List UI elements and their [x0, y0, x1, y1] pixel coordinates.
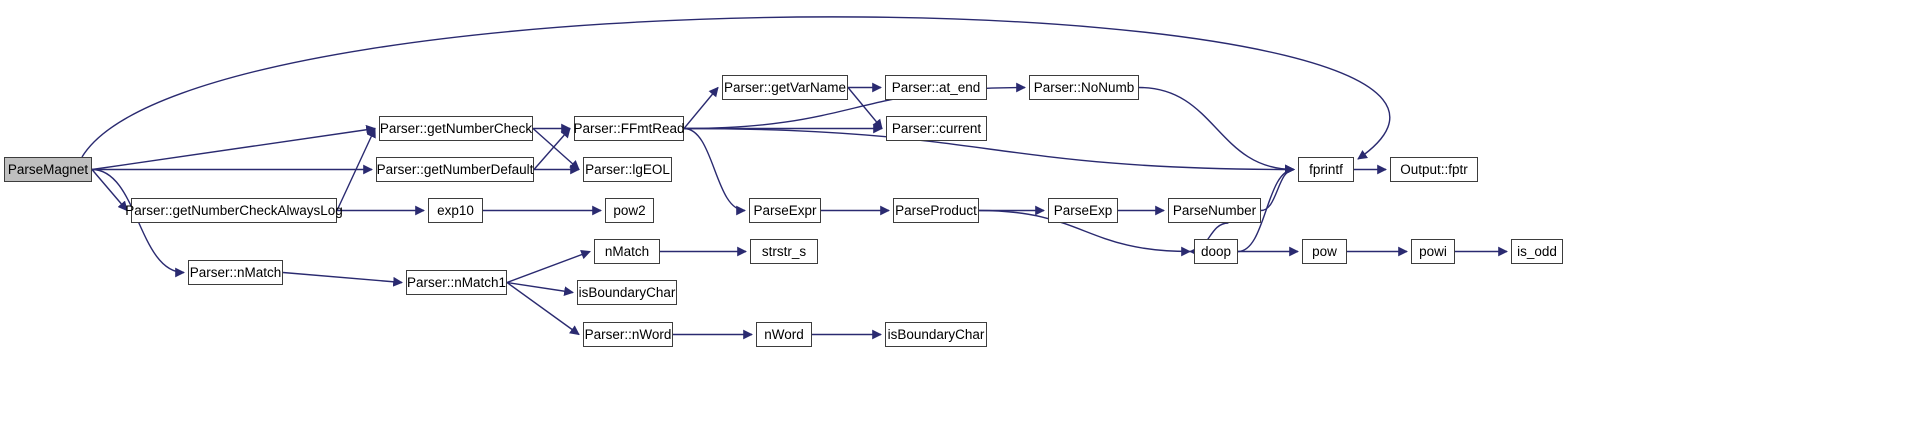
graph-node-label: ParseExpr [753, 202, 817, 218]
graph-edge-NoNumb-to-fprintf [1138, 86, 1295, 175]
graph-node-label: powi [1419, 243, 1447, 259]
graph-node-label: strstr_s [761, 243, 807, 259]
graph-node-nWordPlain[interactable]: nWord [756, 322, 812, 347]
graph-node-strstr_s[interactable]: strstr_s [750, 239, 818, 264]
graph-node-ParseProduct[interactable]: ParseProduct [893, 198, 979, 223]
graph-edge-FFmtRead-to-getVarName [683, 86, 719, 129]
graph-node-label: Parser::current [891, 120, 982, 136]
graph-node-ParseExpr[interactable]: ParseExpr [749, 198, 821, 223]
graph-node-getNumberCheck[interactable]: Parser::getNumberCheck [379, 116, 533, 141]
graph-edge-ParseProduct-to-doop [978, 209, 1191, 257]
graph-node-label: doop [1200, 243, 1232, 259]
graph-node-label: pow2 [613, 202, 646, 218]
graph-node-lgEOL[interactable]: Parser::lgEOL [583, 157, 672, 182]
graph-node-pow[interactable]: pow [1302, 239, 1347, 264]
graph-node-label: ParseMagnet [7, 161, 89, 177]
graph-edge-nMatch1-to-isBoundaryChar1 [506, 281, 574, 297]
graph-edge-ParseMagnet-to-fprintf [81, 16, 1391, 160]
graph-node-ParseNumber[interactable]: ParseNumber [1168, 198, 1261, 223]
graph-node-nMatch1[interactable]: Parser::nMatch1 [406, 270, 507, 295]
graph-node-fprintf[interactable]: fprintf [1298, 157, 1354, 182]
graph-node-label: Parser::nMatch1 [406, 274, 507, 290]
graph-node-label: isBoundaryChar [887, 326, 985, 342]
graph-node-label: ParseProduct [895, 202, 977, 218]
graph-edge-getNumberDefault-to-FFmtRead [533, 127, 571, 170]
graph-node-isBoundaryChar1[interactable]: isBoundaryChar [577, 280, 677, 305]
graph-node-label: Parser::getNumberCheckAlwaysLog [125, 202, 343, 218]
graph-node-getNumberCheckAlwaysLog[interactable]: Parser::getNumberCheckAlwaysLog [125, 198, 343, 223]
graph-node-label: Parser::nWord [584, 326, 672, 342]
graph-node-label: exp10 [437, 202, 474, 218]
graph-node-getVarName[interactable]: Parser::getVarName [722, 75, 848, 100]
graph-node-label: isBoundaryChar [578, 284, 676, 300]
graph-node-label: is_odd [1517, 243, 1557, 259]
graph-node-label: Output::fptr [1400, 161, 1468, 177]
graph-edge-nMatch1-to-nMatchPlain [506, 249, 591, 284]
graph-node-doop[interactable]: doop [1194, 239, 1238, 264]
graph-node-label: Parser::getNumberDefault [376, 161, 534, 177]
graph-node-nMatchPlain[interactable]: nMatch [594, 239, 660, 264]
graph-node-label: Parser::lgEOL [585, 161, 670, 177]
graph-node-getNumberDefault[interactable]: Parser::getNumberDefault [376, 157, 534, 182]
graph-node-nWordParser[interactable]: Parser::nWord [583, 322, 673, 347]
graph-edge-ParseMagnet-to-getNumberCheck [91, 124, 376, 171]
graph-node-pow2[interactable]: pow2 [605, 198, 654, 223]
graph-node-label: pow [1312, 243, 1337, 259]
graph-edge-ParseMagnet-to-getNumberCheckAlwaysLog [91, 169, 128, 212]
graph-edge-FFmtRead-to-fprintf [683, 127, 1295, 175]
graph-node-exp10[interactable]: exp10 [428, 198, 483, 223]
graph-node-label: Parser::nMatch [189, 264, 282, 280]
graph-node-FFmtRead[interactable]: Parser::FFmtRead [573, 116, 685, 141]
graph-node-label: ParseExp [1053, 202, 1113, 218]
graph-edge-ParseNumber-to-fprintf [1260, 164, 1295, 212]
graph-node-label: Parser::NoNumb [1033, 79, 1135, 95]
graph-node-current[interactable]: Parser::current [886, 116, 987, 141]
graph-edge-getVarName-to-current [847, 87, 883, 130]
graph-node-label: Parser::getNumberCheck [379, 120, 533, 136]
graph-node-isBoundaryChar2[interactable]: isBoundaryChar [885, 322, 987, 347]
graph-node-label: nMatch [604, 243, 650, 259]
graph-edge-nMatch-to-nMatch1 [282, 271, 403, 287]
graph-node-label: nWord [764, 326, 804, 342]
graph-node-label: ParseNumber [1172, 202, 1257, 218]
graph-node-at_end[interactable]: Parser::at_end [885, 75, 987, 100]
graph-node-Output_fptr[interactable]: Output::fptr [1390, 157, 1478, 182]
graph-node-ParseExp[interactable]: ParseExp [1048, 198, 1118, 223]
graph-edge-FFmtRead-to-ParseExpr [683, 127, 746, 216]
graph-node-powi[interactable]: powi [1411, 239, 1455, 264]
graph-node-label: Parser::FFmtRead [573, 120, 685, 136]
graph-node-label: fprintf [1309, 161, 1343, 177]
graph-node-ParseMagnet[interactable]: ParseMagnet [4, 157, 92, 182]
graph-edge-nMatch1-to-nWordParser [506, 281, 580, 336]
graph-node-nMatch[interactable]: Parser::nMatch [188, 260, 283, 285]
graph-node-NoNumb[interactable]: Parser::NoNumb [1029, 75, 1139, 100]
graph-edge-doop-to-fprintf [1237, 164, 1295, 253]
graph-edge-getNumberCheck-to-lgEOL [532, 127, 580, 171]
graph-node-label: Parser::at_end [891, 79, 981, 95]
graph-node-is_odd[interactable]: is_odd [1511, 239, 1563, 264]
graph-edge-getNumberCheckAlwaysLog-to-getNumberCheck [336, 127, 376, 211]
graph-node-label: Parser::getVarName [723, 79, 847, 95]
